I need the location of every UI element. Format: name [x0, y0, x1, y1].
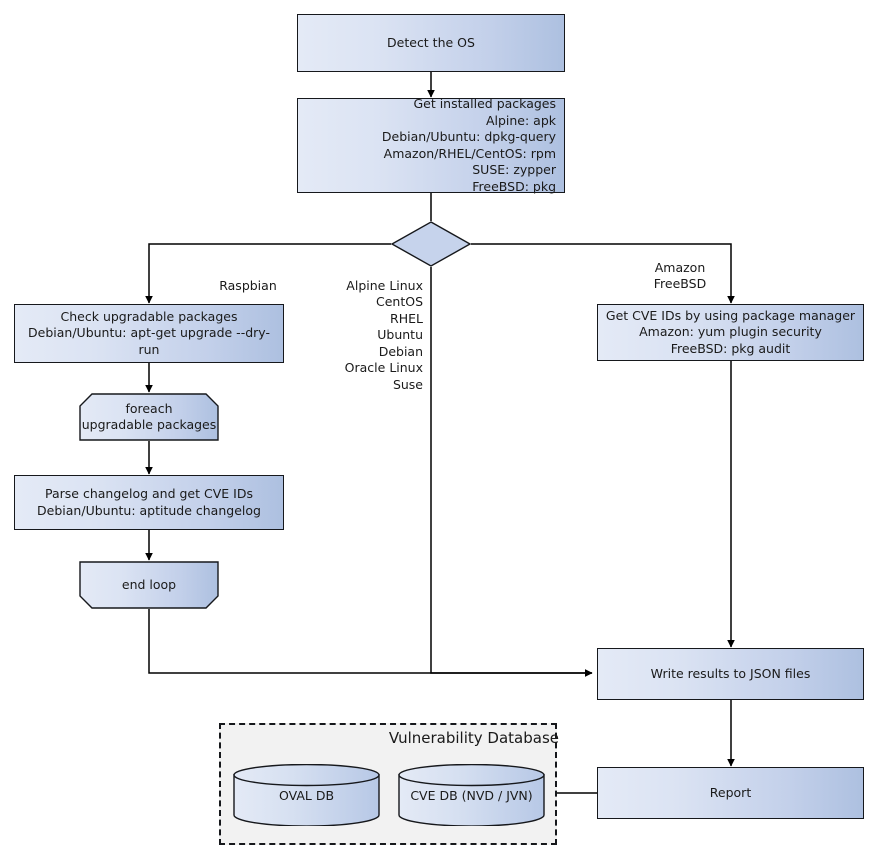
node-cve-db[interactable]: CVE DB (NVD / JVN)	[398, 764, 545, 826]
node-get-installed-packages[interactable]: Get installed packages Alpine: apk Debia…	[297, 96, 565, 194]
edge-label-amazon-freebsd: Amazon FreeBSD	[653, 259, 707, 292]
node-foreach-loop-start[interactable]: foreach upgradable packages	[79, 393, 219, 441]
node-check-upgradable-packages[interactable]: Check upgradable packages Debian/Ubuntu:…	[14, 304, 284, 363]
node-get-cve-ids[interactable]: Get CVE IDs by using package manager Ama…	[597, 304, 864, 361]
node-write-results-to-json-label: Write results to JSON files	[650, 665, 811, 681]
node-end-loop[interactable]: end loop	[79, 561, 219, 609]
node-detect-the-os[interactable]: Detect the OS	[297, 14, 565, 72]
node-oval-db-label: OVAL DB	[278, 787, 335, 803]
node-cve-db-label: CVE DB (NVD / JVN)	[410, 787, 533, 803]
node-get-cve-ids-label: Get CVE IDs by using package manager Ama…	[605, 307, 856, 356]
node-os-decision[interactable]	[390, 221, 472, 267]
edge-label-raspbian: Raspbian	[219, 277, 277, 293]
node-check-upgradable-packages-label: Check upgradable packages Debian/Ubuntu:…	[28, 308, 270, 357]
node-detect-the-os-label: Detect the OS	[387, 34, 475, 50]
node-report[interactable]: Report	[597, 767, 864, 819]
edge-endloop-to-writeresults	[148, 609, 593, 677]
node-end-loop-label: end loop	[121, 576, 177, 592]
node-get-installed-packages-label: Get installed packages Alpine: apk Debia…	[381, 96, 556, 194]
node-parse-changelog-label: Parse changelog and get CVE IDs Debian/U…	[37, 486, 261, 518]
edge-decision-to-writeresults	[430, 267, 593, 677]
node-oval-db[interactable]: OVAL DB	[233, 764, 380, 826]
node-write-results-to-json[interactable]: Write results to JSON files	[597, 648, 864, 700]
edge-label-middle-os-list: Alpine Linux CentOS RHEL Ubuntu Debian O…	[344, 277, 423, 392]
node-report-label: Report	[709, 784, 752, 800]
group-vulnerability-database-title: Vulnerability Database	[388, 729, 559, 747]
node-parse-changelog[interactable]: Parse changelog and get CVE IDs Debian/U…	[14, 475, 284, 530]
node-foreach-loop-start-label: foreach upgradable packages	[81, 400, 217, 433]
